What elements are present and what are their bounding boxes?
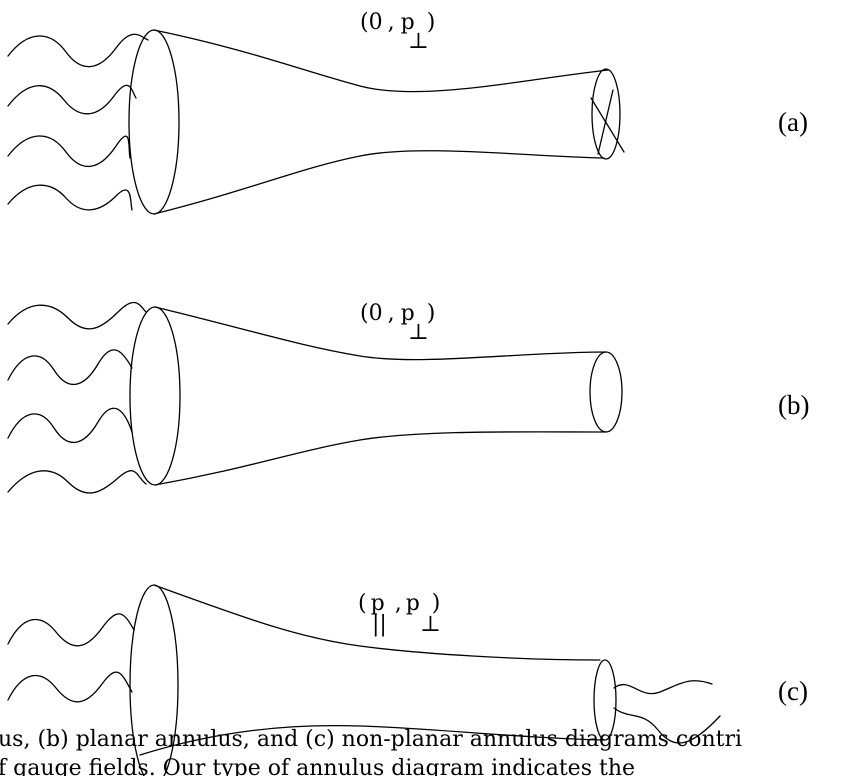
crosscap-line [590, 97, 625, 153]
crosscap-line [597, 89, 614, 155]
momentum-subscript-b: ⊥ [408, 320, 429, 345]
momentum-subscript-c-perp: ⊥ [420, 612, 441, 637]
panel-a: (0,p) ⊥ (a) [7, 10, 808, 215]
annulus-end-ellipse [593, 659, 617, 741]
gluon-wave [7, 349, 133, 386]
panel-label-b: (b) [778, 390, 809, 420]
crosscap-ellipse [591, 68, 621, 160]
panel-b: (0,p) ⊥ (b) [7, 301, 809, 494]
tube-upper-edge [154, 306, 607, 361]
gluon-wave [7, 301, 147, 330]
momentum-subscript-a: ⊥ [408, 29, 429, 54]
tube-lower-edge [154, 431, 607, 486]
annulus-end-ellipse [589, 351, 623, 433]
panel-label-c: (c) [778, 676, 808, 706]
boundary-ellipse [128, 29, 180, 215]
gluon-wave-out [613, 707, 721, 744]
gluon-wave [7, 184, 133, 211]
gluon-wave [7, 470, 147, 494]
boundary-ellipse [129, 306, 181, 486]
gluon-wave [7, 671, 133, 703]
gluon-wave [7, 407, 133, 444]
gluon-wave [7, 135, 131, 168]
tube-lower-edge [153, 150, 605, 215]
tube-upper-edge [153, 29, 609, 93]
momentum-label-c: (p,p) [358, 591, 440, 616]
gluon-wave-out [613, 680, 713, 695]
gluon-wave [7, 84, 137, 115]
panel-c: (p,p) || ⊥ (c) [7, 584, 808, 776]
momentum-subscript-c-parallel: || [372, 612, 387, 637]
caption-line-2: f gauge fields. Our type of annulus diag… [0, 756, 635, 776]
gluon-wave [7, 33, 149, 68]
gluon-wave [7, 613, 135, 647]
caption-line-1: us, (b) planar annulus, and (c) non-plan… [0, 727, 742, 752]
tube-lower-edge [139, 725, 605, 756]
momentum-label-a: (0,p) [360, 10, 435, 35]
panel-label-a: (a) [778, 107, 808, 137]
momentum-label-b: (0,p) [360, 301, 435, 326]
tube-upper-edge [153, 584, 601, 661]
